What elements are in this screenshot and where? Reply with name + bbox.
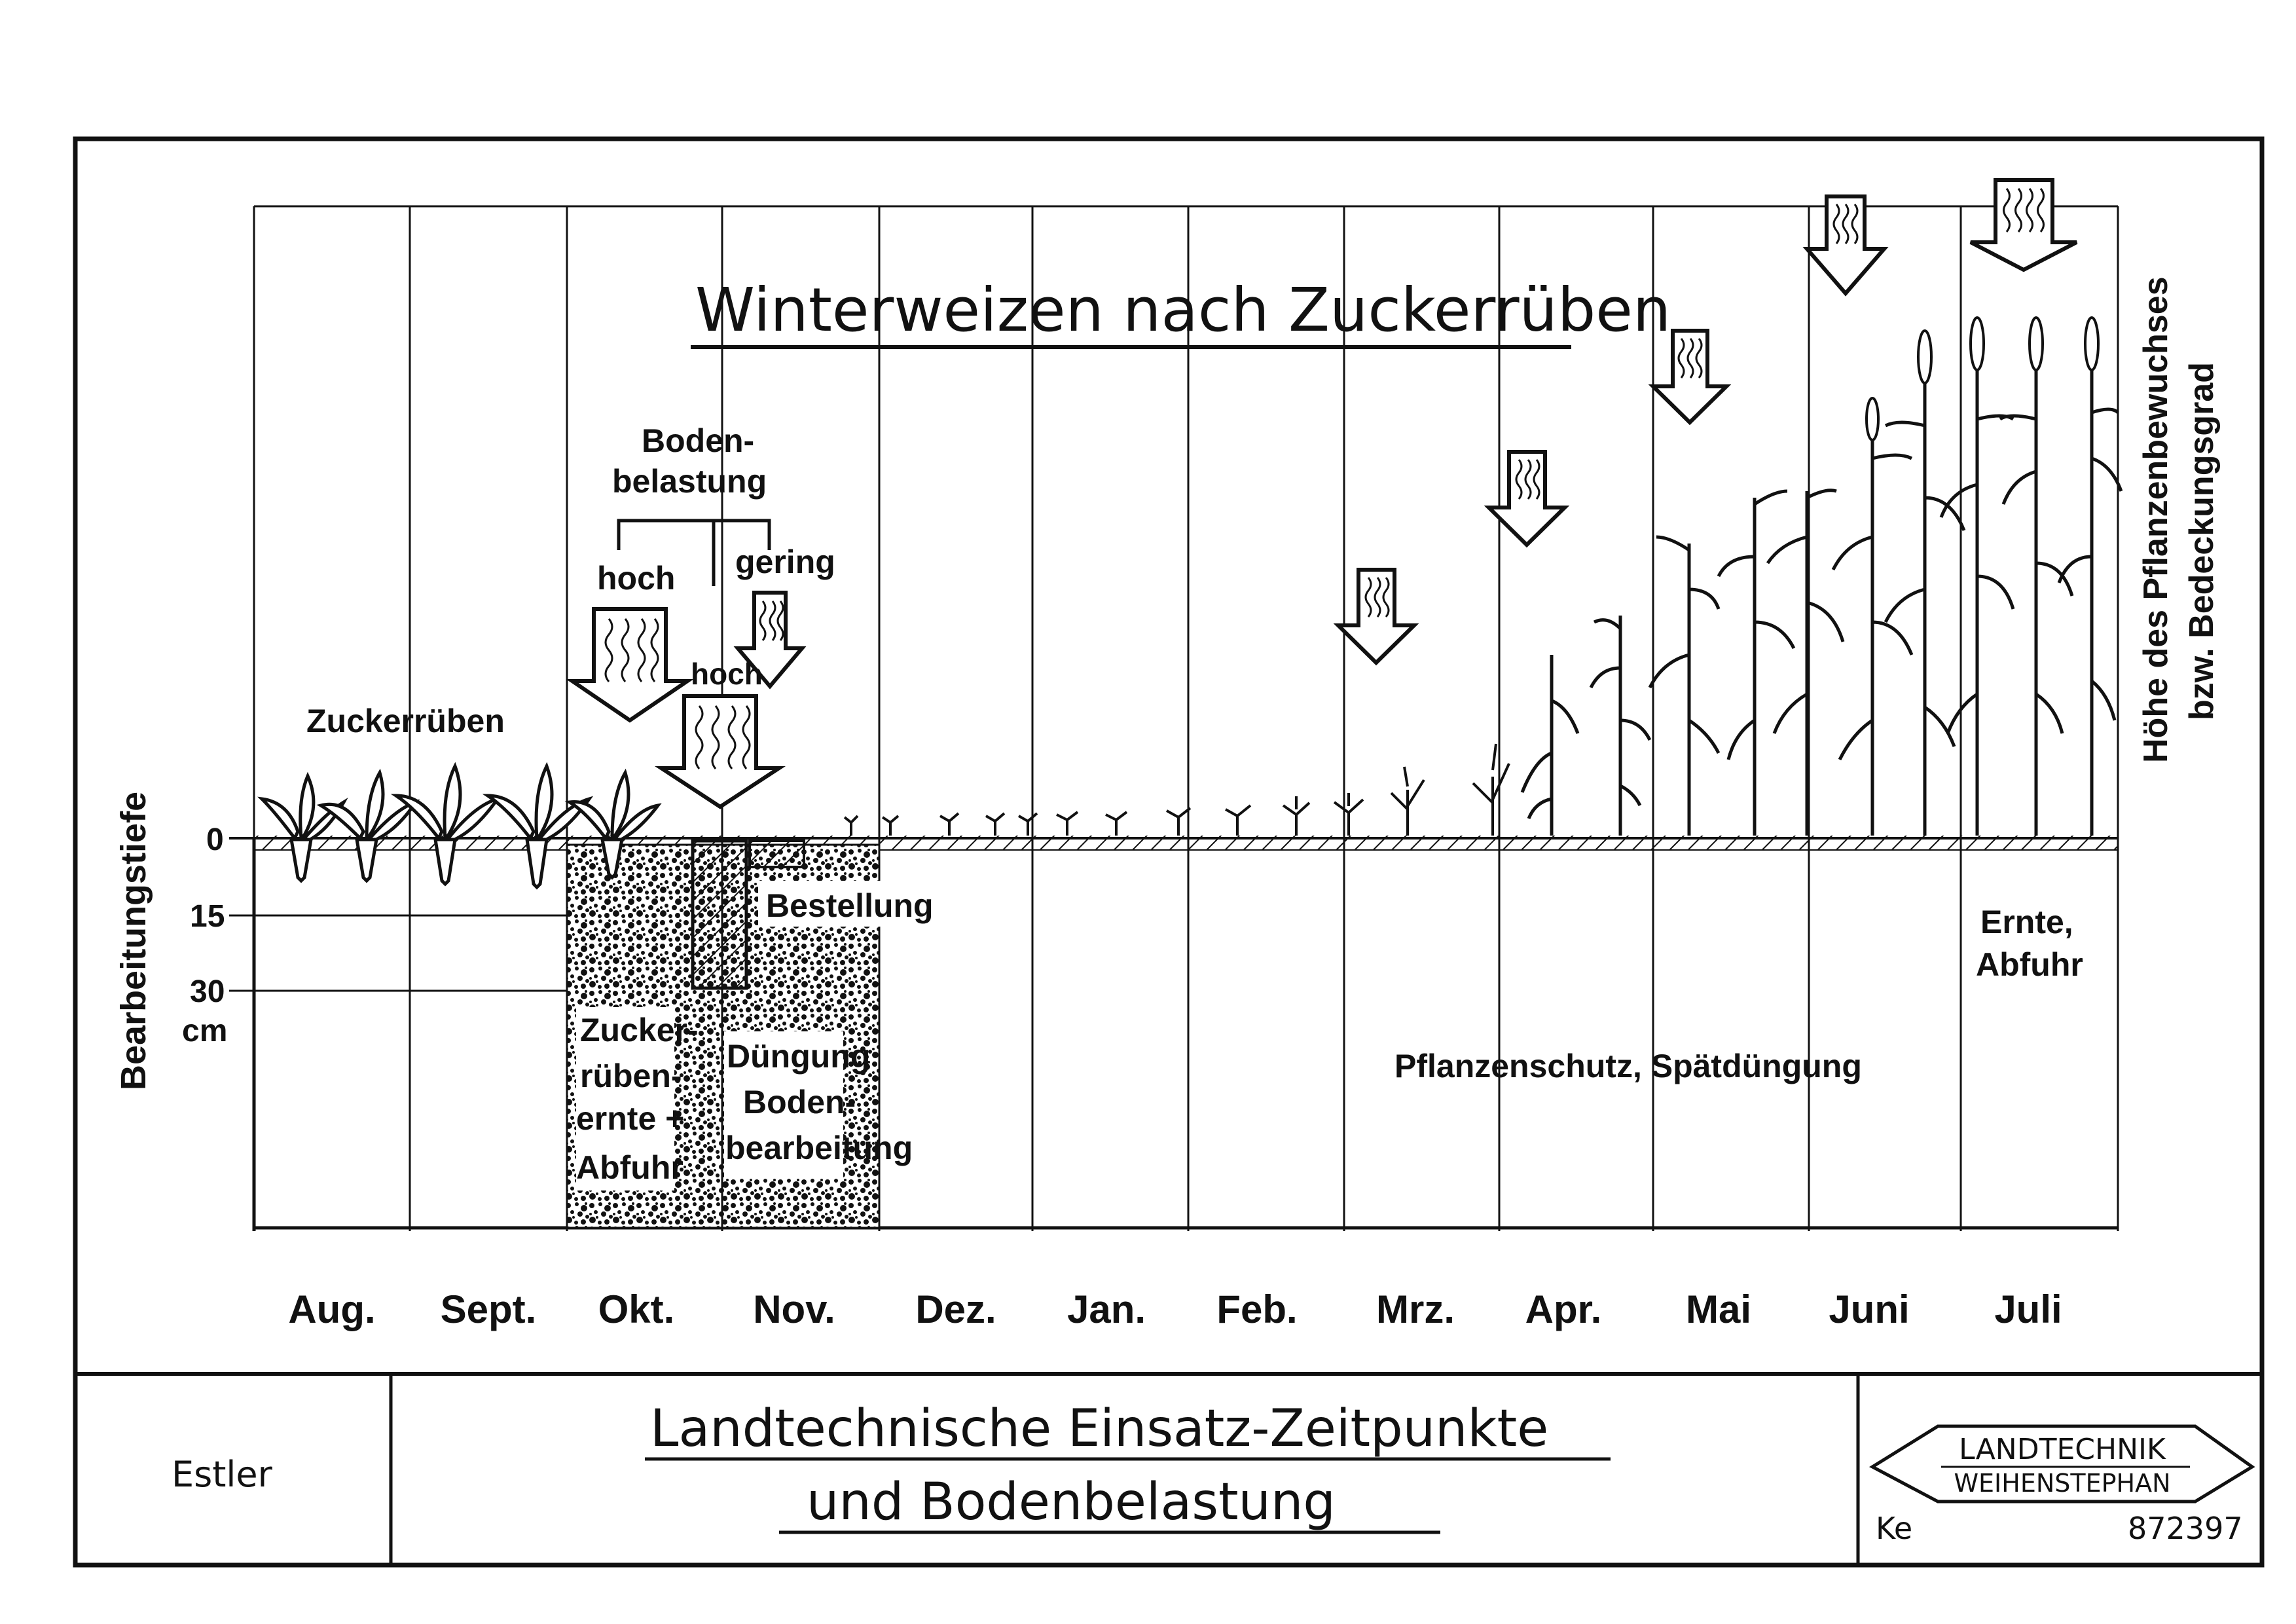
arrow-hoch-nov — [654, 694, 786, 809]
op-protection: Pflanzenschutz, Spätdüngung — [1394, 1048, 1862, 1084]
month-label: Jan. — [1067, 1287, 1146, 1331]
soil-load-low: gering — [735, 544, 835, 580]
month-label: Aug. — [288, 1287, 375, 1331]
month-label: Mrz. — [1376, 1287, 1455, 1331]
footer-code-right: 872397 — [2128, 1511, 2243, 1546]
op-harvest-1: Ernte, — [1980, 904, 2073, 940]
month-label: Apr. — [1525, 1287, 1602, 1331]
soil-load-high: hoch — [597, 560, 675, 597]
op-fertilizing-2: Boden- — [743, 1084, 856, 1120]
month-label: Juli — [1994, 1287, 2062, 1331]
month-label: Dez. — [915, 1287, 996, 1331]
month-label: Okt. — [598, 1287, 675, 1331]
arrow-hoch-okt — [566, 607, 694, 723]
op-sowing: Bestellung — [766, 887, 934, 924]
month-label: Sept. — [441, 1287, 537, 1331]
soil-load-bracket — [617, 519, 771, 586]
footer-author: Estler — [172, 1454, 273, 1495]
soil-load-heading-1: Boden- — [642, 422, 754, 459]
diagram-title: Winterweizen nach Zuckerrüben — [695, 275, 1671, 345]
op-harvest-beet-4: Abfuhr — [576, 1149, 683, 1186]
arrow-mrz — [1333, 568, 1419, 666]
outer-frame — [73, 136, 2265, 1568]
wheat-stalks — [1520, 341, 2123, 836]
op-harvest-2: Abfuhr — [1976, 946, 2083, 983]
sowing-depth-bar — [748, 840, 805, 868]
op-harvest-beet-3: ernte + — [576, 1100, 684, 1137]
footer-code-left: Ke — [1876, 1511, 1912, 1546]
op-harvest-beet-1: Zucker- — [580, 1012, 699, 1048]
month-labels: Aug. Sept. Okt. Nov. Dez. Jan. Feb. Mrz.… — [288, 1287, 2062, 1331]
depth-ticks — [229, 837, 2118, 992]
crop-label: Zuckerrüben — [306, 703, 505, 739]
month-label: Feb. — [1216, 1287, 1297, 1331]
depth-tick-0: 0 — [206, 822, 224, 857]
wheat-seedlings — [843, 743, 1510, 836]
month-label: Nov. — [753, 1287, 835, 1331]
sugar-beet-plants — [257, 762, 662, 890]
footer-title-2: und Bodenbelastung — [807, 1473, 1336, 1532]
depth-tick-15: 15 — [190, 899, 225, 934]
landtechnik-logo: LANDTECHNIK WEIHENSTEPHAN — [1868, 1424, 2255, 1504]
right-axis-label-2: bzw. Bedeckungsgrad — [2183, 362, 2221, 720]
logo-line2: WEIHENSTEPHAN — [1954, 1469, 2170, 1498]
load-arrows — [566, 178, 2078, 809]
month-grid — [253, 206, 2119, 1231]
arrow-apr — [1484, 450, 1570, 548]
wheat-ears — [1865, 316, 2100, 441]
right-axis-label-1: Höhe des Pflanzenbewuchses — [2137, 276, 2175, 763]
month-label: Juni — [1829, 1287, 1909, 1331]
op-harvest-beet-2: rüben- — [580, 1058, 682, 1094]
tillage-depth-bar — [691, 839, 748, 990]
month-label: Mai — [1686, 1287, 1751, 1331]
op-fertilizing-1: Düngung — [727, 1038, 870, 1075]
op-fertilizing-3: bearbeitung — [725, 1130, 913, 1166]
arrow-gering — [733, 591, 807, 690]
logo-line1: LANDTECHNIK — [1959, 1433, 2166, 1466]
arrow-juni — [1802, 194, 1889, 297]
arrow-mai — [1648, 329, 1732, 426]
depth-tick-30: 30 — [190, 974, 225, 1009]
arrow-juli — [1969, 178, 2078, 272]
soil-load-heading-2: belastung — [612, 463, 767, 500]
depth-unit: cm — [182, 1014, 227, 1048]
soil-load-high-2: hoch — [691, 657, 763, 691]
footer-title-1: Landtechnische Einsatz-Zeitpunkte — [650, 1399, 1548, 1458]
depth-axis-label: Bearbeitungstiefe — [114, 792, 153, 1090]
